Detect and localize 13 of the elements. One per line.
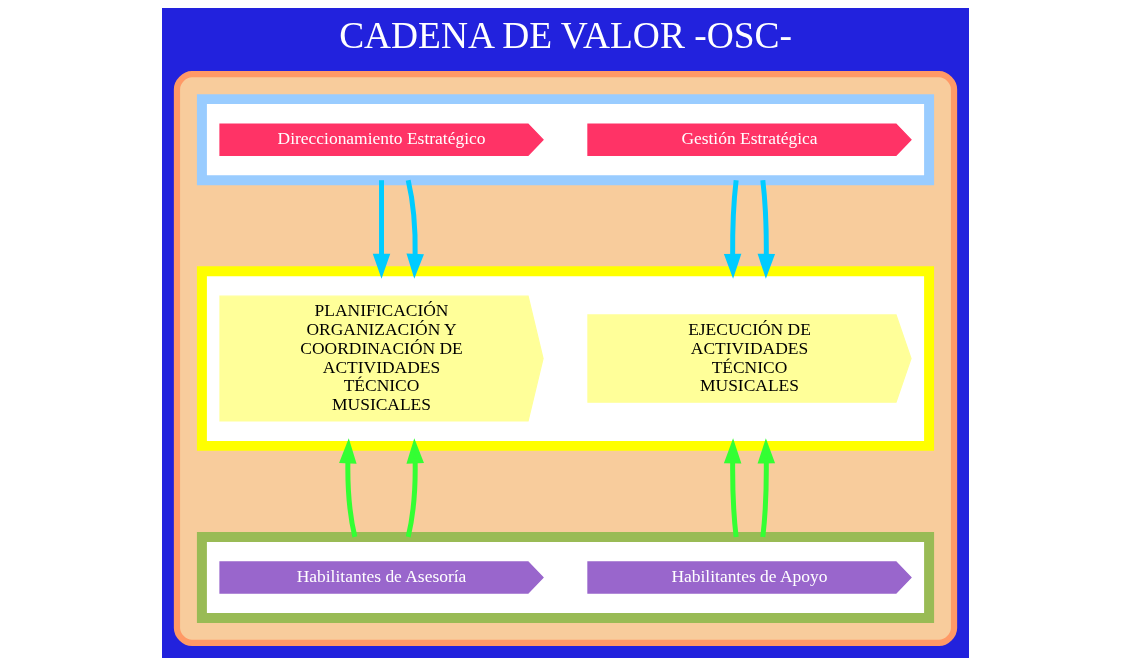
arrow (338, 438, 357, 538)
arrow (723, 438, 741, 538)
arrow (405, 438, 424, 538)
arrow (372, 180, 390, 279)
arrow (723, 179, 741, 279)
cluster (173, 71, 957, 647)
arrow (405, 179, 424, 279)
cluster (196, 531, 934, 623)
arrow (757, 438, 775, 538)
arrow (757, 179, 775, 279)
diagram-title: CADENA DE VALOR -OSC- (338, 14, 792, 56)
cluster (196, 266, 934, 451)
cluster (196, 94, 934, 186)
